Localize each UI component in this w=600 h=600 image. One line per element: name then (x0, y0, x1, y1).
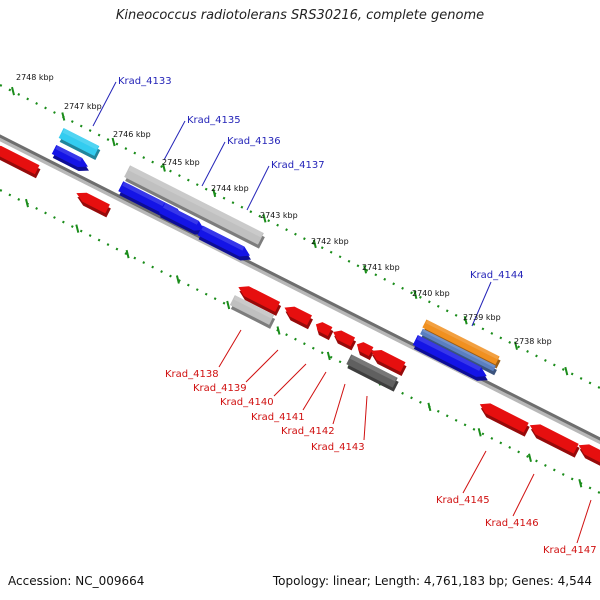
upper-tick (463, 315, 468, 325)
leader-line (471, 281, 492, 327)
gene-krad-4143[interactable] (346, 354, 399, 392)
gene-krad-4146[interactable] (529, 424, 580, 458)
gene-label-krad-4146[interactable]: Krad_4146 (485, 518, 539, 529)
gene-label-krad-4139[interactable]: Krad_4139 (193, 383, 247, 394)
gene-label-krad-4137[interactable]: Krad_4137 (271, 160, 325, 171)
upper-tick (413, 290, 418, 300)
upper-tick (111, 137, 116, 147)
leader-line (273, 363, 307, 397)
gene-label-krad-4147[interactable]: Krad_4147 (543, 545, 597, 556)
lower-tick (175, 275, 180, 284)
gene-krad-4133[interactable] (58, 128, 101, 160)
gene-label-krad-4138[interactable]: Krad_4138 (165, 369, 219, 380)
kbp-label: 2746 kbp (113, 130, 151, 139)
lower-tick (326, 351, 331, 361)
kbp-label: 2747 kbp (64, 102, 102, 111)
upper-scale-line (0, 84, 600, 389)
leader-line (576, 499, 592, 544)
kbp-label: 2739 kbp (463, 313, 501, 322)
kbp-label: 2744 kbp (211, 184, 249, 193)
backbone-line (0, 134, 600, 441)
gene-red-small[interactable] (76, 192, 111, 218)
reverse-gene-labels: Krad_4138 Krad_4139 Krad_4140 Krad_4141 … (165, 369, 597, 556)
kbp-label: 2743 kbp (260, 211, 298, 220)
gene-krad-4144-band[interactable] (420, 328, 497, 376)
upper-tick (312, 239, 317, 249)
gene-label-krad-4140[interactable]: Krad_4140 (220, 397, 274, 408)
topology-text: Topology: linear; Length: 4,761,183 bp; … (272, 574, 592, 588)
leader-line (245, 349, 279, 383)
lower-tick (75, 224, 80, 233)
lower-tick (226, 300, 231, 310)
lower-tick (125, 249, 130, 259)
lower-scale-line (0, 189, 600, 494)
map-title: Kineococcus radiotolerans SRS30216, comp… (115, 8, 485, 23)
gene-krad-4142[interactable] (356, 342, 375, 361)
gene-krad-4138-pseudo[interactable] (229, 295, 276, 329)
gene-krad-4143-red[interactable] (370, 350, 407, 377)
gene-krad-4137[interactable] (197, 225, 251, 261)
label-leader-lines (92, 81, 592, 544)
gene-krad-4138[interactable] (238, 286, 282, 316)
kbp-label: 2742 kbp (311, 237, 349, 246)
upper-tick (61, 112, 66, 121)
gene-label-krad-4142[interactable]: Krad_4142 (281, 426, 335, 437)
upper-tick (262, 214, 267, 223)
kbp-label: 2741 kbp (362, 263, 400, 272)
lower-tick (528, 453, 532, 463)
gene-label-krad-4133[interactable]: Krad_4133 (118, 76, 172, 87)
gene-krad-4145[interactable] (479, 403, 530, 437)
gene-label-krad-4141[interactable]: Krad_4141 (251, 412, 305, 423)
leader-line (363, 395, 368, 441)
gene-krad-4136[interactable] (159, 203, 206, 235)
gene-krad-4144-arrow[interactable] (412, 335, 488, 381)
leader-line (163, 120, 186, 161)
leader-line (201, 141, 226, 187)
leader-line (302, 371, 327, 411)
gene-features (0, 128, 600, 467)
leader-line (462, 450, 487, 494)
forward-gene-labels: Krad_4133 Krad_4135 Krad_4136 Krad_4137 … (118, 76, 524, 281)
backbone-line-shadow (0, 134, 600, 445)
kbp-ticks (11, 86, 583, 488)
leader-line (92, 81, 117, 127)
gene-label-krad-4145[interactable]: Krad_4145 (436, 495, 490, 506)
leader-line (332, 383, 346, 425)
upper-tick (212, 188, 217, 198)
gene-label-krad-4135[interactable]: Krad_4135 (187, 115, 241, 126)
lower-tick (578, 478, 583, 488)
kbp-label: 2745 kbp (162, 158, 200, 167)
gene-krad-4147[interactable] (578, 444, 600, 467)
gene-krad-4135-pseudo[interactable] (124, 165, 265, 249)
lower-tick (427, 402, 432, 412)
kbp-label: 2748 kbp (16, 73, 54, 82)
gene-label-krad-4136[interactable]: Krad_4136 (227, 136, 281, 147)
gene-label-krad-4144[interactable]: Krad_4144 (470, 270, 524, 281)
lower-tick (25, 198, 29, 208)
leader-line (246, 165, 270, 211)
gene-krad-4140[interactable] (315, 322, 334, 341)
kbp-label: 2740 kbp (412, 289, 450, 298)
gene-krad-4141[interactable] (333, 330, 357, 351)
lower-tick (276, 326, 281, 335)
upper-tick (514, 341, 518, 350)
upper-tick (161, 163, 166, 172)
gene-left-red[interactable] (0, 145, 41, 179)
accession-text: Accession: NC_009664 (8, 574, 145, 588)
kbp-labels: 2748 kbp 2747 kbp 2746 kbp 2745 kbp 2744… (16, 73, 552, 346)
kbp-label: 2738 kbp (514, 337, 552, 346)
gene-krad-4139[interactable] (284, 306, 313, 330)
leader-line (512, 473, 535, 517)
leader-line (218, 329, 242, 368)
upper-tick (363, 265, 368, 274)
gene-label-krad-4143[interactable]: Krad_4143 (311, 442, 365, 453)
gene-krad-4133-arrow[interactable] (51, 144, 89, 171)
lower-tick (477, 428, 482, 437)
upper-tick (11, 86, 15, 96)
upper-tick (564, 366, 569, 376)
gene-krad-4144[interactable] (422, 319, 501, 369)
